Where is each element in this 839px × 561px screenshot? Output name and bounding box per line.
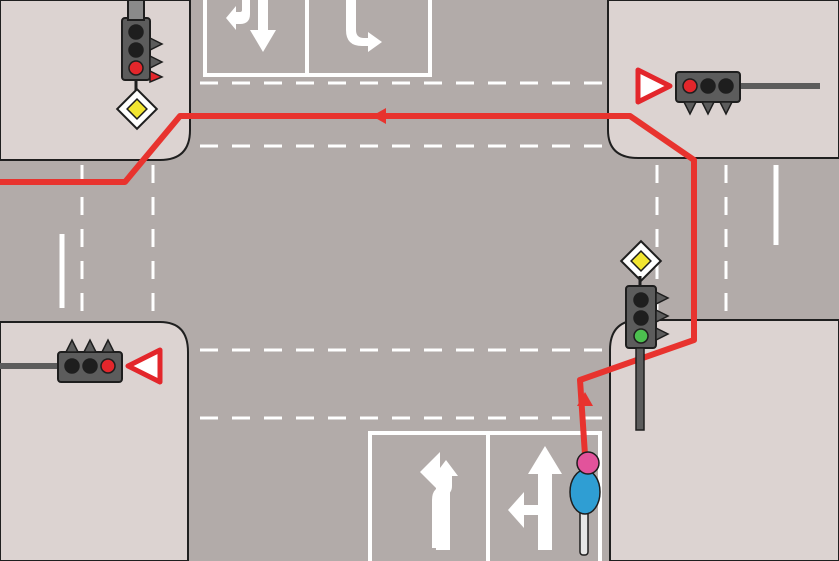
- straight-left-arrow-icon: [508, 446, 562, 550]
- solid-markings: [59, 165, 779, 308]
- cyclist: [569, 451, 601, 556]
- route-arrow-icon: [577, 392, 593, 406]
- route-arrow-icon: [372, 108, 386, 124]
- signal-north-west: [121, 0, 164, 96]
- north-lane-boxes: [203, 0, 432, 77]
- yield-sign: [125, 347, 163, 385]
- cyclist-helmet: [576, 451, 600, 475]
- cyclist-body: [569, 469, 601, 515]
- left-turn-arrow-icon: [420, 452, 458, 550]
- straight-left-arrow-icon: [226, 0, 276, 52]
- signal-north-east: [675, 71, 820, 116]
- sidewalk-south-west: [0, 321, 189, 561]
- cyclist-route: [0, 113, 697, 456]
- left-turn-arrow-icon: [346, 0, 382, 52]
- priority-road-sign: [619, 239, 663, 283]
- yield-sign: [635, 67, 673, 105]
- priority-road-sign: [115, 87, 159, 131]
- signal-south-east: [625, 276, 670, 431]
- signal-south-west: [0, 338, 123, 383]
- dashed-markings: [80, 81, 728, 420]
